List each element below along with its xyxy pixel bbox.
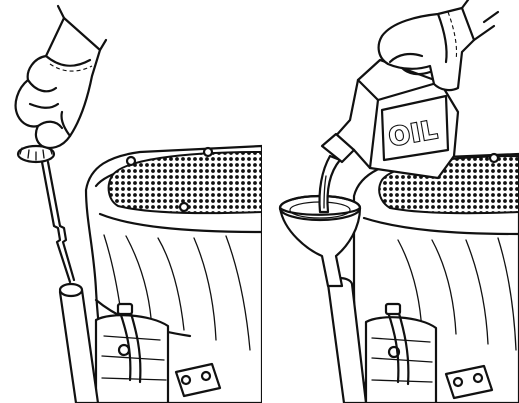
fill-tube-icon — [60, 284, 98, 403]
engine-grille-icon — [109, 148, 262, 213]
pour-oil-illustration: OIL — [262, 0, 519, 403]
dipstick-icon — [18, 146, 74, 282]
dipstick-illustration — [0, 0, 262, 403]
panel-check-dipstick — [0, 0, 262, 403]
panel-pour-oil: OIL — [262, 0, 519, 403]
engine-body — [354, 154, 519, 403]
glove-hand-icon — [16, 6, 106, 148]
engine-body — [86, 146, 262, 403]
